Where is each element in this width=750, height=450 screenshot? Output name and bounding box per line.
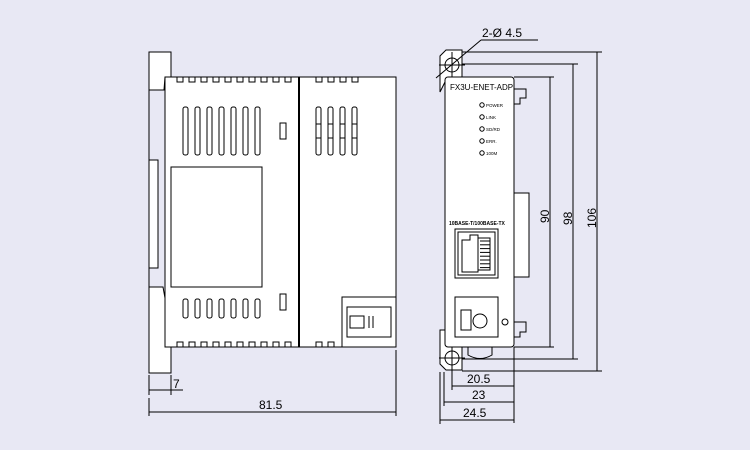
- vent-slot: [254, 298, 261, 319]
- latch-top: [279, 122, 287, 140]
- led-indicators: POWER LINK SD/RD ERR. 100M: [479, 102, 504, 156]
- led-icon: [479, 114, 485, 120]
- vent-slot: [327, 106, 334, 156]
- vertical-dimensions: 106 98 90: [462, 51, 602, 372]
- vent-slot: [230, 106, 237, 156]
- vent-slot: [351, 106, 358, 156]
- display-window: [170, 166, 263, 288]
- dim-81-5-label: 81.5: [259, 398, 283, 412]
- dim-90-label: 90: [538, 209, 552, 223]
- latch-bottom: [279, 293, 287, 311]
- dim-7-label: 7: [173, 377, 180, 391]
- vent-slot: [206, 298, 213, 319]
- side-view: 7 81.5: [148, 51, 397, 416]
- led-icon: [479, 150, 485, 156]
- vent-slot: [206, 106, 213, 156]
- led-label: ERR.: [486, 139, 497, 144]
- side-connector: [341, 296, 397, 348]
- vent-slot: [242, 106, 249, 156]
- port-label: 10BASE-T/100BASE-TX: [449, 221, 506, 227]
- front-view: FX3U-ENET-ADP POWER LINK SD/RD ERR. 100M 10B…: [435, 26, 602, 424]
- vent-slot: [218, 106, 225, 156]
- dimension-81-5: 81.5: [148, 350, 397, 416]
- led-icon: [479, 126, 485, 132]
- vent-slot: [194, 298, 201, 319]
- vent-slot: [242, 298, 249, 319]
- dim-20-5-label: 20.5: [467, 372, 491, 386]
- top-bottom-notches: [176, 76, 359, 348]
- base-unit-body: [164, 76, 300, 348]
- led-label: LINK: [486, 115, 496, 120]
- vent-slot: [182, 106, 189, 156]
- horizontal-dimensions: 20.5 23 24.5: [439, 347, 515, 424]
- vent-slot: [194, 106, 201, 156]
- vent-slot: [218, 298, 225, 319]
- vent-slot: [254, 106, 261, 156]
- hole-callout: 2-Ø 4.5: [435, 26, 538, 79]
- dim-23-label: 23: [472, 388, 486, 402]
- rj45-port: [454, 228, 499, 279]
- vent-slot: [230, 298, 237, 319]
- led-label: SD/RD: [486, 127, 501, 132]
- dimension-7: 7: [148, 375, 183, 395]
- vent-slot: [182, 298, 189, 319]
- terminal-connector: [454, 296, 509, 338]
- led-label: 100M: [486, 151, 498, 156]
- vent-slots: [182, 106, 358, 319]
- led-icon: [479, 138, 485, 144]
- hole-label: 2-Ø 4.5: [482, 26, 522, 40]
- dim-24-5-label: 24.5: [463, 406, 487, 420]
- adapter-body-side: [298, 76, 397, 348]
- led-icon: [479, 102, 485, 108]
- model-label: FX3U-ENET-ADP: [450, 83, 513, 92]
- vent-slot: [315, 106, 322, 156]
- dim-98-label: 98: [561, 211, 575, 225]
- dim-106-label: 106: [585, 208, 599, 228]
- led-label: POWER: [486, 103, 504, 108]
- vent-slot: [339, 106, 346, 156]
